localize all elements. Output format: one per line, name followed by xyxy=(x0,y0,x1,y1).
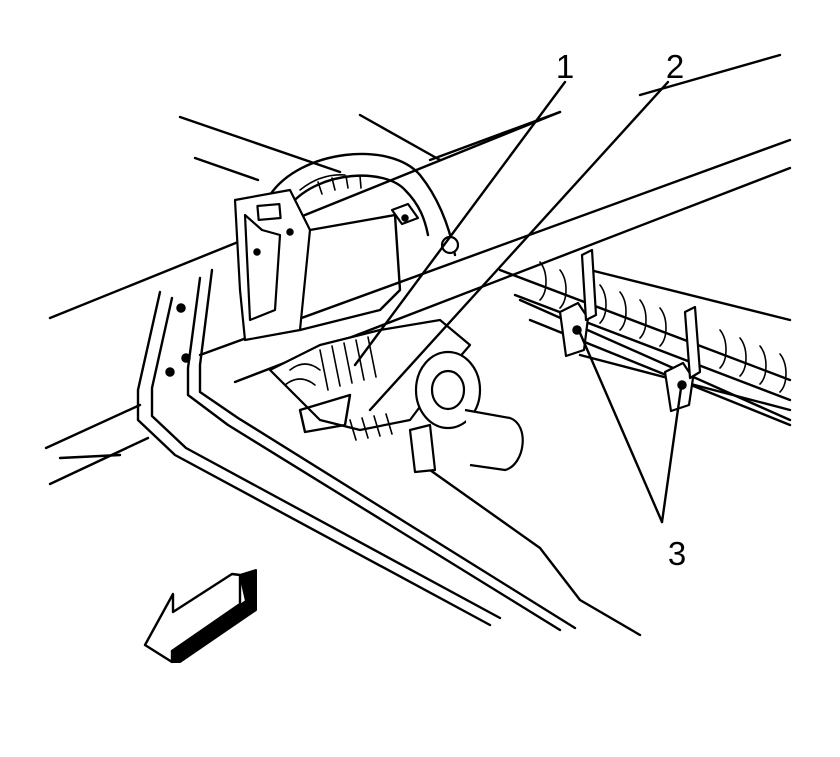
front-direction-arrow-icon xyxy=(143,569,257,664)
callout-label-2: 2 xyxy=(666,48,684,85)
shroud-cover xyxy=(233,188,460,342)
motor-assembly xyxy=(268,318,524,474)
bracket-rails xyxy=(136,268,577,632)
harness-clip-left xyxy=(558,248,598,358)
hose-loop xyxy=(268,152,457,257)
callout-label-3: 3 xyxy=(668,535,686,572)
callout-label-1: 1 xyxy=(556,48,574,85)
harness-clip-right xyxy=(663,305,702,413)
leader-lines xyxy=(353,80,683,524)
